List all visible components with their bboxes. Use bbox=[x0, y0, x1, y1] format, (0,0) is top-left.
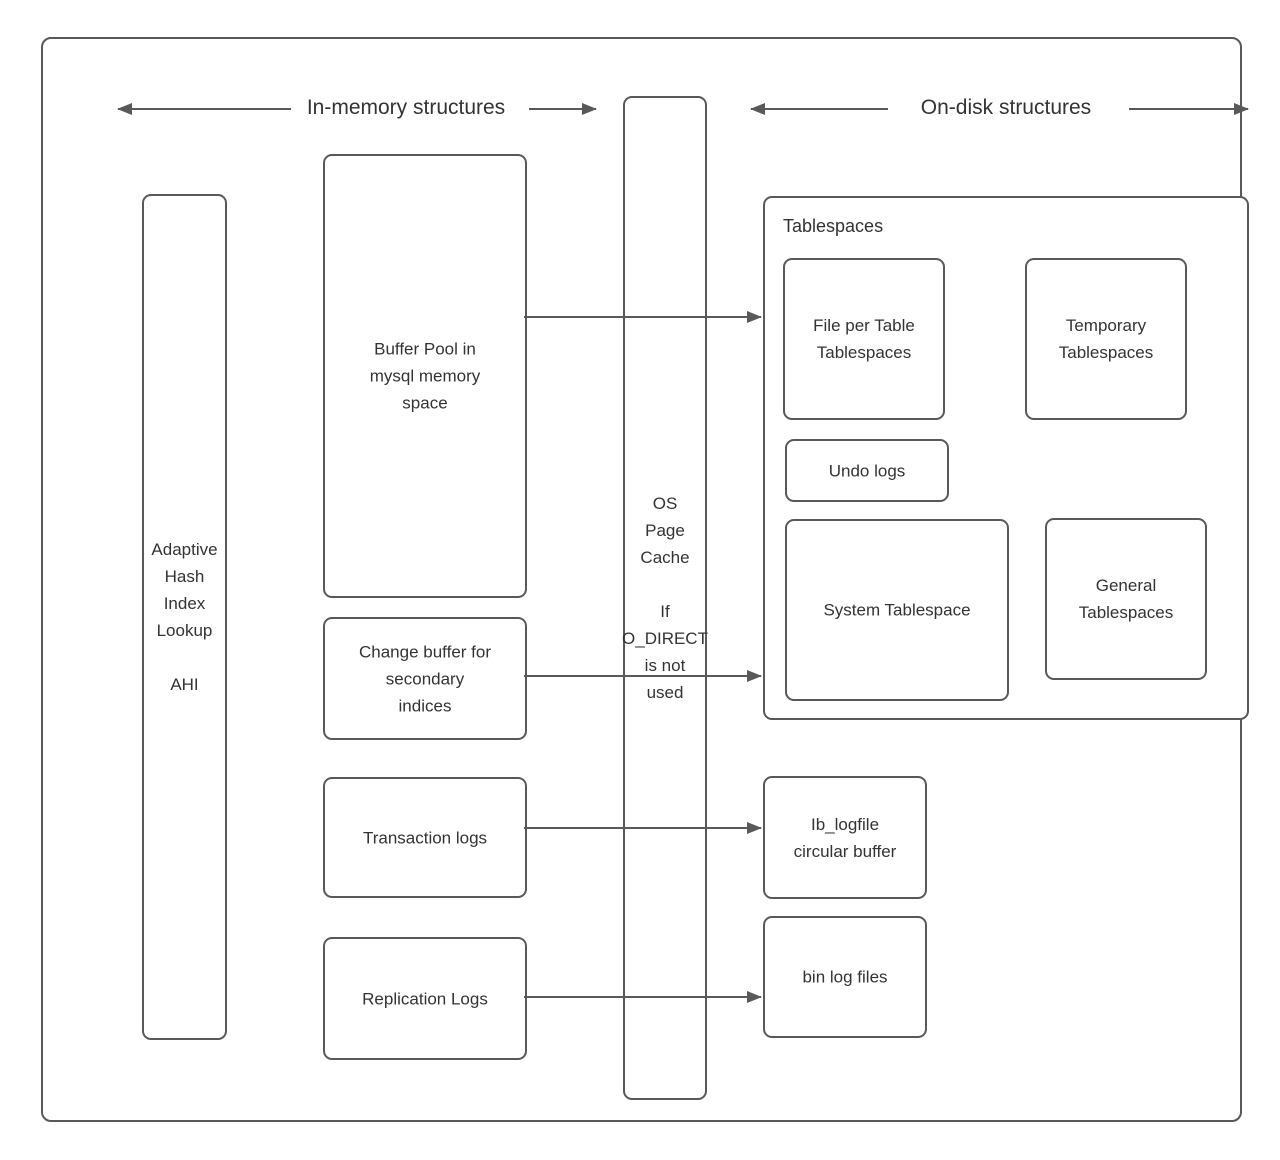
node-os-page-cache: OS Page Cache If O_DIRECT is not used bbox=[622, 96, 708, 1100]
node-buffer-pool: Buffer Pool in mysql memory space bbox=[323, 154, 527, 598]
node-system-tablespace-label: System Tablespace bbox=[823, 600, 971, 620]
connector-replication-logs-to-bin-log-arrow-icon bbox=[524, 991, 762, 1003]
in-memory-structures-header: In-memory structures bbox=[306, 96, 506, 119]
node-general-tablespaces: General Tablespaces bbox=[1045, 518, 1207, 680]
node-buffer-pool-label: Buffer Pool in mysql memory space bbox=[369, 339, 481, 413]
diagram-outer-frame: In-memory structures On-disk structures … bbox=[41, 37, 1249, 1122]
node-bin-log-files: bin log files bbox=[763, 916, 927, 1038]
on-disk-left-arrow-icon bbox=[750, 103, 888, 115]
on-disk-right-arrow-icon bbox=[1129, 103, 1249, 115]
node-transaction-logs: Transaction logs bbox=[323, 777, 527, 898]
node-general-tablespaces-label: General Tablespaces bbox=[1078, 576, 1174, 622]
node-system-tablespace: System Tablespace bbox=[785, 519, 1009, 701]
node-adaptive-hash-index: Adaptive Hash Index Lookup AHI bbox=[142, 194, 227, 1040]
node-change-buffer: Change buffer for secondary indices bbox=[323, 617, 527, 740]
node-replication-logs: Replication Logs bbox=[323, 937, 527, 1060]
node-os-page-cache-label: OS Page Cache If O_DIRECT is not used bbox=[622, 494, 708, 702]
node-file-per-table-tablespaces: File per Table Tablespaces bbox=[783, 258, 945, 420]
node-tablespaces-group: Tablespaces File per Table Tablespaces T… bbox=[763, 196, 1249, 720]
node-temporary-tablespaces: Temporary Tablespaces bbox=[1025, 258, 1187, 420]
node-change-buffer-label: Change buffer for secondary indices bbox=[359, 642, 491, 715]
node-bin-log-files-label: bin log files bbox=[802, 967, 888, 987]
node-ib-logfile-circular-buffer-label: Ib_logfile circular buffer bbox=[793, 814, 897, 861]
in-memory-left-arrow-icon bbox=[117, 103, 291, 115]
node-file-per-table-tablespaces-label: File per Table Tablespaces bbox=[813, 316, 915, 362]
node-adaptive-hash-index-label: Adaptive Hash Index Lookup AHI bbox=[151, 540, 218, 694]
in-memory-right-arrow-icon bbox=[529, 103, 597, 115]
node-transaction-logs-label: Transaction logs bbox=[362, 828, 488, 847]
node-temporary-tablespaces-label: Temporary Tablespaces bbox=[1058, 316, 1154, 362]
node-replication-logs-label: Replication Logs bbox=[362, 989, 488, 1008]
node-undo-logs: Undo logs bbox=[785, 439, 949, 502]
node-undo-logs-label: Undo logs bbox=[828, 461, 906, 480]
on-disk-structures-header: On-disk structures bbox=[920, 96, 1092, 119]
node-ib-logfile-circular-buffer: Ib_logfile circular buffer bbox=[763, 776, 927, 899]
connector-change-buffer-to-tablespaces-arrow-icon bbox=[524, 670, 762, 682]
tablespaces-group-title: Tablespaces bbox=[783, 216, 884, 236]
connector-transaction-logs-to-ib-logfile-arrow-icon bbox=[524, 822, 762, 834]
connector-buffer-pool-to-tablespaces-arrow-icon bbox=[524, 311, 762, 323]
